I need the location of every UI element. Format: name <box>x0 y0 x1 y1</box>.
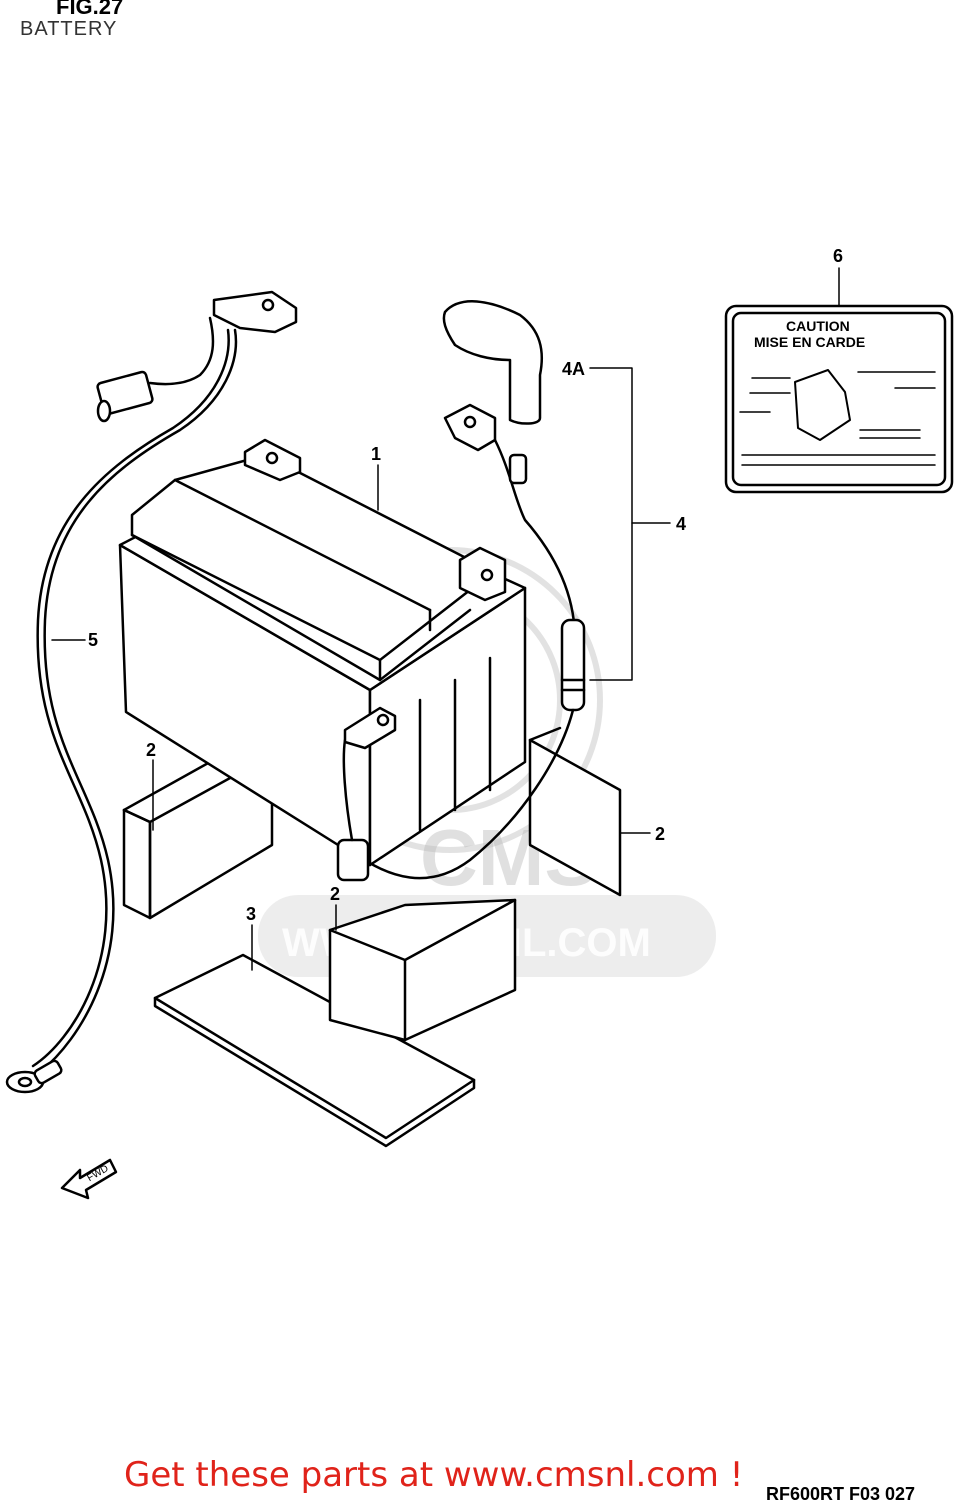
part-3-base-pad <box>153 953 476 1148</box>
callout-2-right: 2 <box>655 824 665 844</box>
part-4a-terminal-cover <box>442 300 544 425</box>
part-2-cushion-right <box>528 726 622 897</box>
caution-label-line2: MISE EN CARDE <box>754 334 865 350</box>
callout-2-left: 2 <box>146 740 156 760</box>
get-parts-link[interactable]: Get these parts at www.cmsnl.com ! <box>124 1455 744 1495</box>
callout-1: 1 <box>371 444 381 464</box>
callout-6: 6 <box>833 246 843 266</box>
callout-3: 3 <box>246 904 256 924</box>
part-5-negative-cable <box>5 290 298 1094</box>
forward-direction-arrow <box>60 1158 118 1200</box>
callout-4: 4 <box>676 514 686 534</box>
part-6-caution-label <box>724 304 954 494</box>
figure-subtitle: BATTERY <box>20 18 118 40</box>
leader-lines <box>51 267 840 971</box>
callout-4a: 4A <box>562 359 585 379</box>
figure-title: FIG.27 <box>56 0 124 19</box>
callout-5: 5 <box>88 630 98 650</box>
part-2-cushion-bottom <box>328 898 517 1042</box>
part-1-battery <box>118 438 527 867</box>
diagram-reference-code: RF600RT F03 027 <box>766 1484 916 1504</box>
caution-label-line1: CAUTION <box>786 318 850 334</box>
part-4-positive-cable <box>336 403 586 882</box>
callout-2-bottom: 2 <box>330 884 340 904</box>
